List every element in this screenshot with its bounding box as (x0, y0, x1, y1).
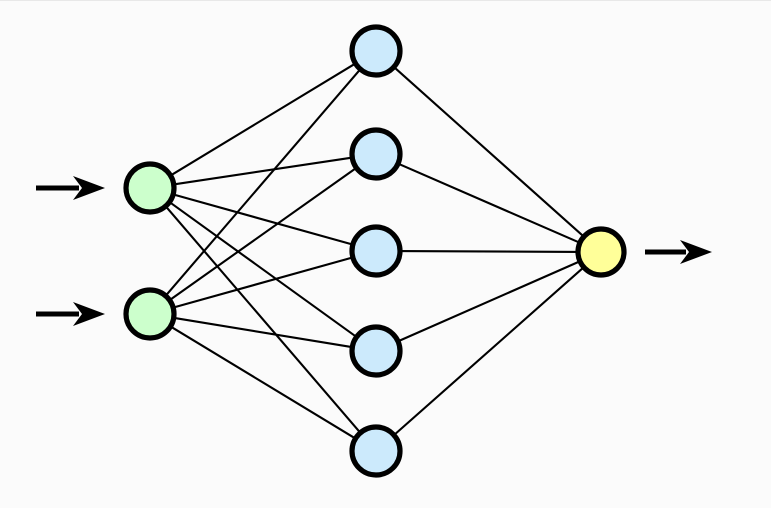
edge-h-4-to-out-1 (396, 259, 582, 343)
node-out-1[interactable] (575, 226, 627, 278)
node-h-3[interactable] (349, 224, 403, 278)
nodes-group (123, 24, 627, 478)
node-h-5[interactable] (349, 424, 403, 478)
node-in-1[interactable] (123, 161, 177, 215)
edge-in-1-to-h-2 (171, 156, 355, 186)
node-h-2[interactable] (349, 127, 403, 181)
edge-in-1-to-h-1 (168, 61, 358, 178)
edge-in-2-to-h-1 (163, 67, 363, 298)
edge-in-2-to-h-2 (167, 166, 359, 302)
input-arrow-top-head-icon (73, 176, 105, 200)
edges-group (163, 61, 586, 441)
edge-h-3-to-out-1 (397, 250, 581, 253)
edge-in-1-to-h-5 (163, 204, 363, 435)
edge-h-5-to-out-1 (392, 265, 586, 437)
edge-h-2-to-out-1 (396, 162, 582, 245)
edge-in-1-to-h-3 (171, 193, 355, 246)
edge-h-1-to-out-1 (392, 65, 586, 239)
node-in-2[interactable] (123, 287, 177, 341)
node-h-4[interactable] (349, 324, 403, 378)
input-arrow-bottom-head-icon (73, 302, 105, 326)
output-arrow-head-icon (680, 240, 712, 264)
edge-in-2-to-h-5 (168, 324, 358, 441)
edge-in-1-to-h-4 (167, 200, 359, 339)
edge-in-2-to-h-3 (171, 256, 355, 309)
node-h-1[interactable] (349, 24, 403, 78)
edge-in-2-to-h-4 (171, 316, 355, 349)
arrows-group (36, 176, 712, 326)
